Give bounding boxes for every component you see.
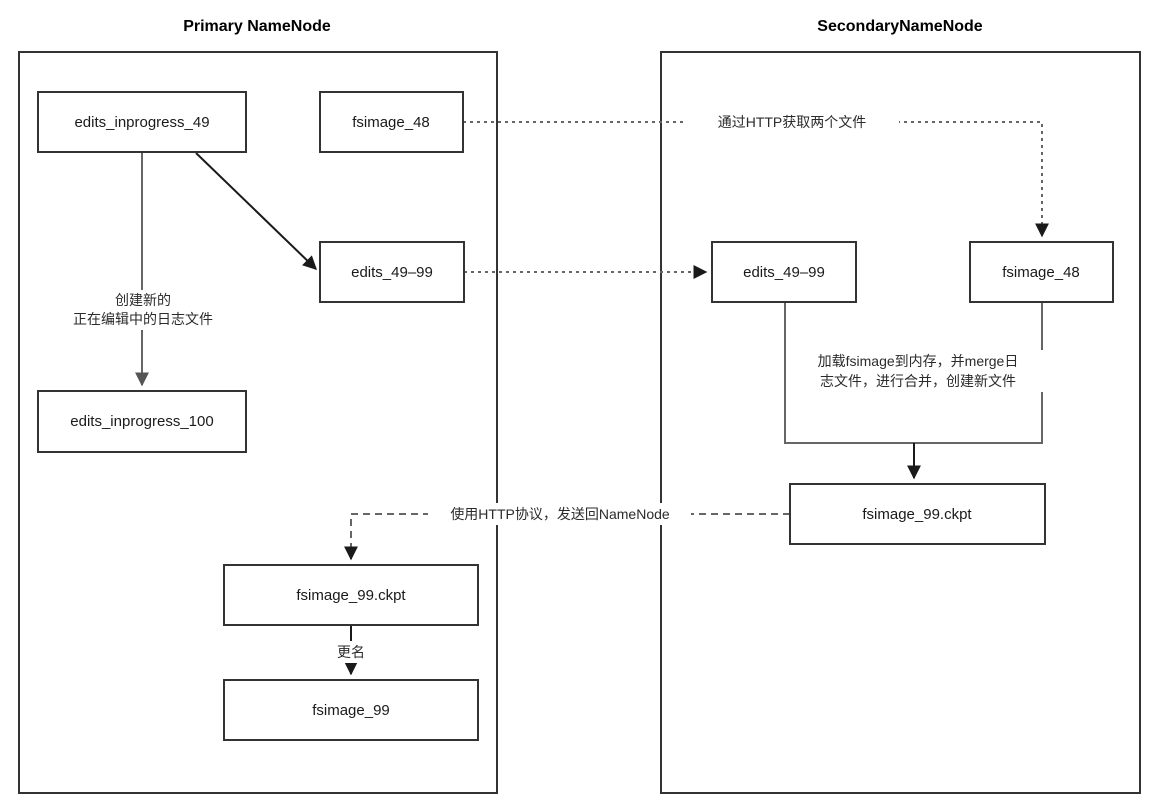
node-rect [37,91,247,153]
edge-label-bg-send-back [428,503,691,525]
edge-label-merge-line1: 加载fsimage到内存，并merge日 [818,353,1019,369]
node-rect [223,564,479,626]
edge-label-bg-create-new-log [54,290,232,330]
node-secondary-fsimage-48[interactable]: fsimage_48 [969,241,1114,303]
node-rect [711,241,857,303]
edge-split-edits [195,152,318,270]
edge-label-create-new-log-line1: 创建新的 [115,292,171,308]
node-rect [969,241,1114,303]
node-rect [789,483,1046,545]
node-label: edits_49–99 [743,264,825,281]
panel-container-secondary [660,51,1141,794]
node-secondary-edits-49-99[interactable]: edits_49–99 [711,241,857,303]
node-label: edits_inprogress_100 [70,413,213,430]
node-label: fsimage_99.ckpt [862,506,972,523]
node-rect [223,679,479,741]
node-label: fsimage_48 [352,114,430,131]
edge-label-create-new-log-line2: 正在编辑中的日志文件 [73,311,213,327]
node-label: fsimage_48 [1002,264,1080,281]
node-primary-edits-inprogress-49[interactable]: edits_inprogress_49 [37,91,247,153]
edge-label-merge-line2: 志文件，进行合并，创建新文件 [820,373,1016,389]
panel-container-primary [18,51,498,794]
edge-label-send-back: 使用HTTP协议，发送回NameNode [450,506,670,522]
node-label: fsimage_99 [312,702,390,719]
node-rect [319,91,464,153]
node-label: edits_inprogress_49 [74,114,209,131]
node-primary-edits-inprogress-100[interactable]: edits_inprogress_100 [37,390,247,453]
edge-label-bg-fetch-two-files [686,111,899,133]
panel-title-secondary: SecondaryNameNode [817,18,982,35]
node-secondary-fsimage-99-ckpt[interactable]: fsimage_99.ckpt [789,483,1046,545]
edge-label-rename: 更名 [337,644,365,660]
node-label: edits_49–99 [351,264,433,281]
node-primary-fsimage-99-ckpt[interactable]: fsimage_99.ckpt [223,564,479,626]
node-label: fsimage_99.ckpt [296,587,406,604]
node-rect [319,241,465,303]
edge-label-bg-rename [327,641,375,663]
node-primary-fsimage-99[interactable]: fsimage_99 [223,679,479,741]
node-primary-fsimage-48[interactable]: fsimage_48 [319,91,464,153]
edge-label-bg-merge [789,350,1047,392]
edge-label-fetch-two-files: 通过HTTP获取两个文件 [718,114,867,130]
node-primary-edits-49-99[interactable]: edits_49–99 [319,241,465,303]
panel-title-primary: Primary NameNode [183,18,331,35]
node-rect [37,390,247,453]
edge-fetch-fsimage [463,121,1049,238]
